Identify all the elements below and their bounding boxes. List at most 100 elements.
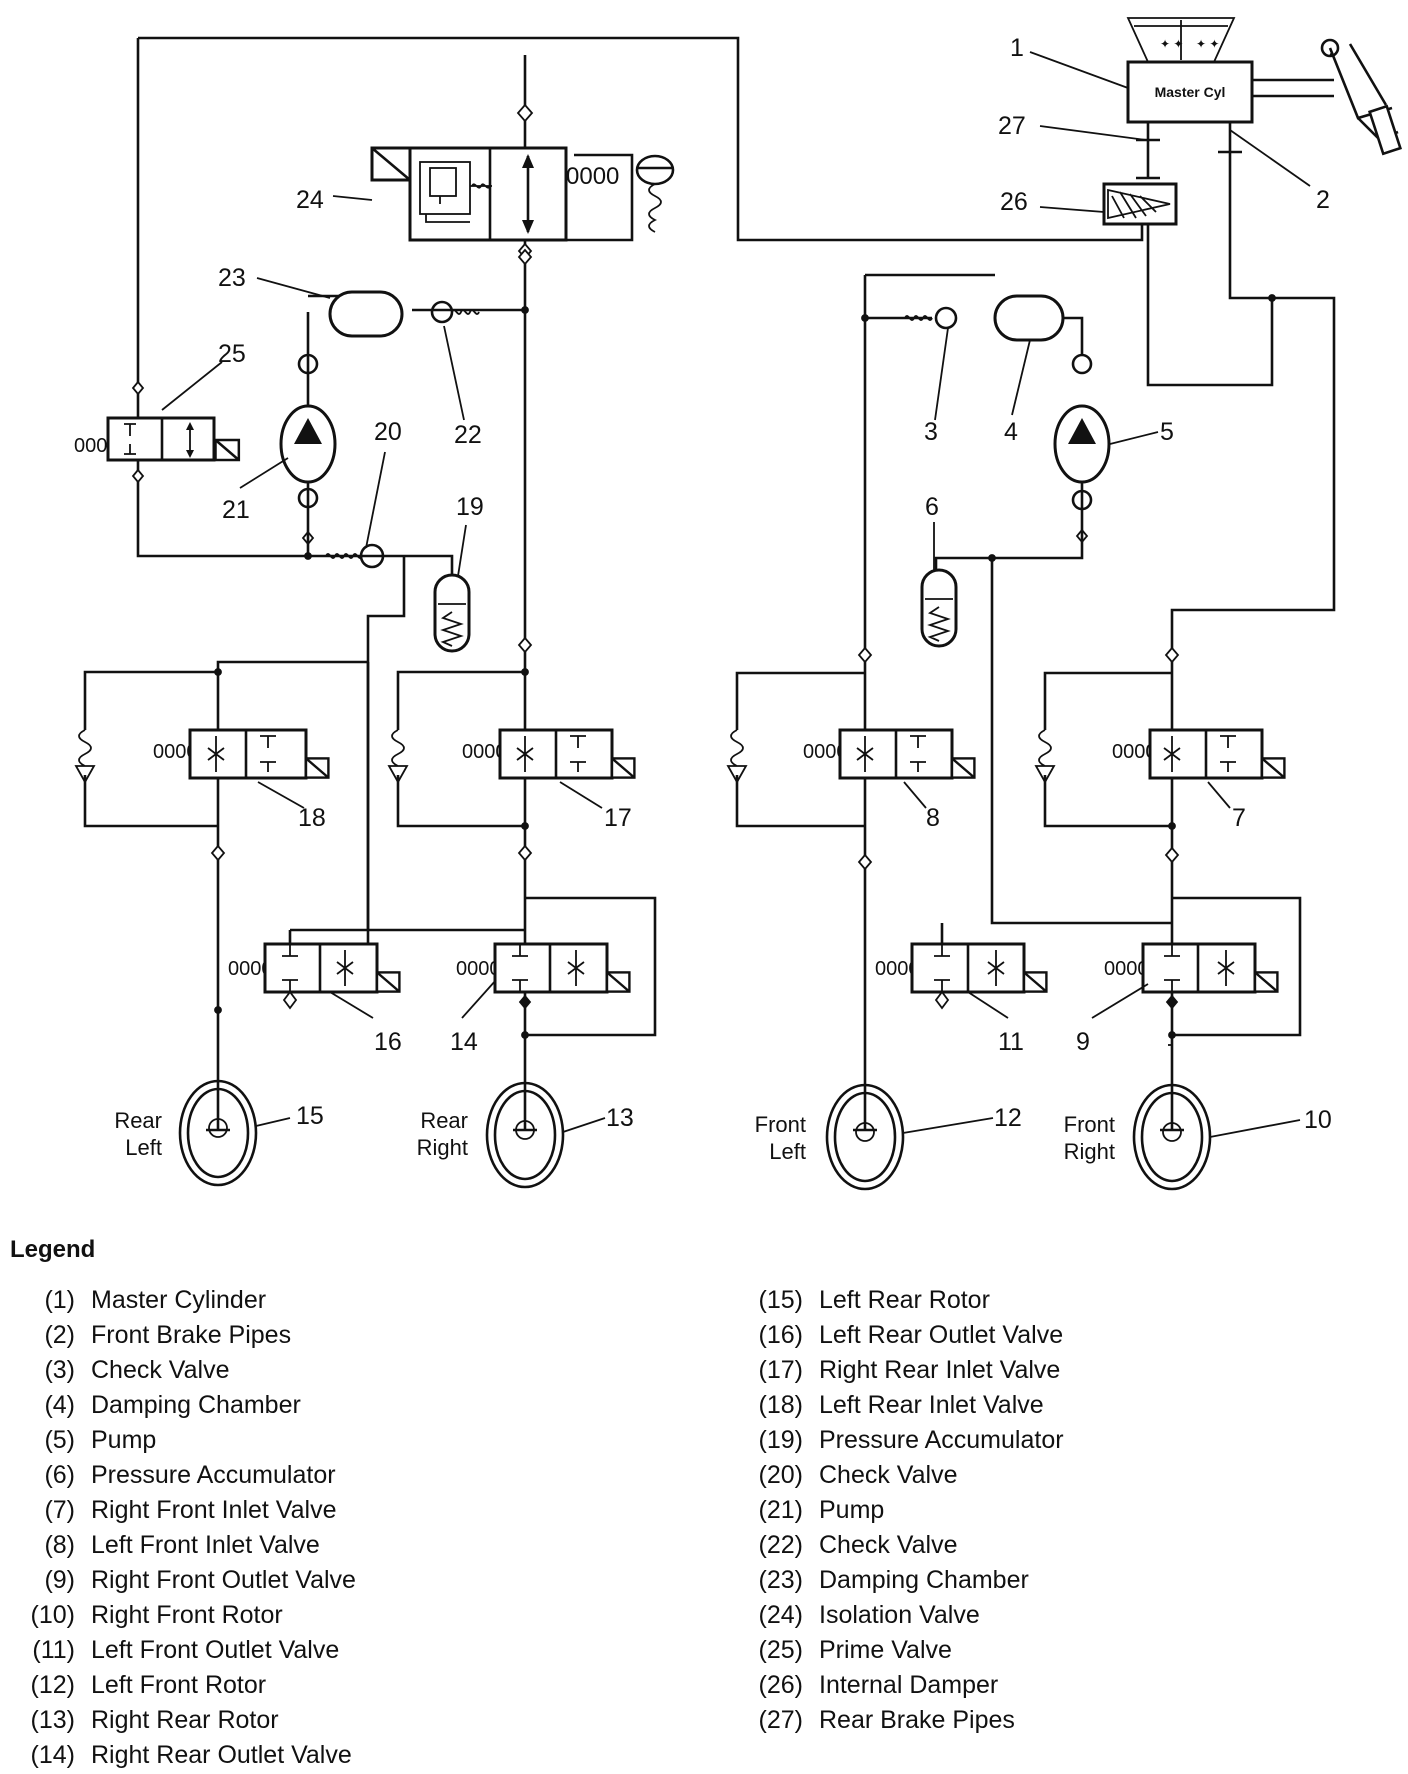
wheel-label-front-left-1: Front — [755, 1112, 806, 1137]
svg-text:0000: 0000 — [803, 741, 848, 763]
legend-item: (24) Isolation Valve — [728, 1598, 1064, 1633]
check-valve-3 — [904, 306, 958, 330]
legend-item: (17)Right Rear Inlet Valve — [728, 1353, 1064, 1388]
svg-text:0000: 0000 — [153, 741, 198, 763]
damping-chamber-front — [993, 294, 1065, 342]
legend-item-number: (2) — [44, 1321, 75, 1349]
callout-2: 2 — [1316, 186, 1330, 214]
legend-item: (26)Internal Damper — [728, 1668, 1064, 1703]
callout-12: 12 — [994, 1104, 1022, 1132]
svg-text:0000: 0000 — [462, 741, 507, 763]
callout-23: 23 — [218, 264, 246, 292]
legend-item: (18)Left Rear Inlet Valve — [728, 1388, 1064, 1423]
legend-item: (22)Check Valve — [728, 1528, 1064, 1563]
legend-item-number: (8) — [44, 1531, 75, 1559]
legend-item: (4)Damping Chamber — [0, 1388, 356, 1423]
legend-item-number: (5) — [44, 1426, 75, 1454]
wheel-label-rear-left-1: Rear — [114, 1108, 162, 1133]
legend-item: (23)Damping Chamber — [728, 1563, 1064, 1598]
master-cyl-label: Master Cyl — [1155, 84, 1226, 100]
right-front-inlet-valve: 0000 — [1034, 728, 1286, 784]
legend-item-number: (7) — [44, 1496, 75, 1524]
legend-item-label: Left Rear Rotor — [819, 1286, 990, 1314]
callout-25: 25 — [218, 340, 246, 368]
legend-item-label: Left Front Rotor — [91, 1671, 267, 1699]
legend-item: (6)Pressure Accumulator — [0, 1458, 356, 1493]
callout-leaders — [161, 51, 1311, 1138]
callout-26: 26 — [1000, 188, 1028, 216]
legend-item: (10)Right Front Rotor — [0, 1598, 356, 1633]
wheel-label-front-right-2: Right — [1064, 1139, 1115, 1164]
callout-8: 8 — [926, 804, 940, 832]
check-valve-22 — [430, 300, 480, 324]
legend-item: (1) Master Cylinder — [0, 1283, 356, 1318]
callout-14: 14 — [450, 1028, 478, 1056]
legend-item: (5) Pump — [0, 1423, 356, 1458]
legend-list-left: (1) Master Cylinder (2)Front Brake Pipes (3… — [0, 1283, 356, 1773]
left-front-outlet-valve: 0000 — [875, 942, 1048, 1010]
legend-item-label: Left Front Outlet Valve — [91, 1636, 340, 1664]
callout-10: 10 — [1304, 1106, 1332, 1134]
legend-item-number: (9) — [44, 1566, 75, 1594]
pressure-accumulator-rear — [433, 573, 471, 653]
callout-9: 9 — [1076, 1028, 1090, 1056]
brake-hydraulic-diagram: ✦ ✦ ✦ ✦ Master Cyl 0000 — [74, 17, 1402, 1191]
legend-item-label: Pressure Accumulator — [819, 1426, 1064, 1454]
pressure-accumulator-front — [920, 568, 958, 648]
callout-20: 20 — [374, 418, 402, 446]
callout-18: 18 — [298, 804, 326, 832]
callout-6: 6 — [925, 493, 939, 521]
legend-item-label: Check Valve — [91, 1356, 230, 1384]
legend-item-label: Left Front Inlet Valve — [91, 1531, 320, 1559]
left-rear-outlet-valve: 0000 — [228, 942, 401, 1010]
callout-17: 17 — [604, 804, 632, 832]
left-front-inlet-valve: 0000 — [726, 728, 976, 784]
legend-item-number: (4) — [44, 1391, 75, 1419]
callout-27: 27 — [998, 112, 1026, 140]
legend-item: (20)Check Valve — [728, 1458, 1064, 1493]
legend-item-label: Check Valve — [819, 1531, 958, 1559]
svg-text:✦ ✦: ✦ ✦ — [1160, 37, 1183, 51]
legend-item-label: Pump — [91, 1426, 157, 1454]
callout-1: 1 — [1010, 34, 1024, 62]
legend-item-label: Pressure Accumulator — [91, 1461, 336, 1489]
wheel-label-rear-right-2: Right — [417, 1135, 468, 1160]
legend-item: (2)Front Brake Pipes — [0, 1318, 356, 1353]
legend-item-number: (24) — [758, 1601, 803, 1629]
right-front-outlet-valve: 0000 — [1104, 942, 1279, 994]
legend-item-label: Left Rear Outlet Valve — [819, 1321, 1064, 1349]
legend-item-number: (10) — [30, 1601, 75, 1629]
callout-7: 7 — [1232, 804, 1246, 832]
legend-item-number: (17) — [758, 1356, 803, 1384]
legend-item-number: (25) — [758, 1636, 803, 1664]
legend-item: (16) Left Rear Outlet Valve — [728, 1318, 1064, 1353]
legend-item-number: (15) — [758, 1286, 803, 1314]
legend-item-label: Right Front Outlet Valve — [91, 1566, 356, 1594]
legend-item-label: Master Cylinder — [91, 1286, 267, 1314]
rotor-rear-right — [485, 1081, 565, 1189]
svg-text:0000: 0000 — [228, 958, 273, 980]
legend-item: (13)Right Rear Rotor — [0, 1703, 356, 1738]
wheel-label-rear-right-1: Rear — [420, 1108, 468, 1133]
legend-item-label: Right Rear Outlet Valve — [91, 1741, 352, 1769]
wheel-label-front-left-2: Left — [769, 1139, 806, 1164]
legend-item: (7) Right Front Inlet Valve — [0, 1493, 356, 1528]
legend-item-number: (16) — [758, 1321, 803, 1349]
legend-item-number: (23) — [758, 1566, 803, 1594]
rotor-front-left — [825, 1083, 905, 1191]
callout-4: 4 — [1004, 418, 1018, 446]
damping-chamber-rear — [328, 290, 404, 338]
legend-item-number: (3) — [44, 1356, 75, 1384]
legend-item: (19)Pressure Accumulator — [728, 1423, 1064, 1458]
legend-item-label: Right Front Inlet Valve — [91, 1496, 337, 1524]
legend-item-number: (1) — [44, 1286, 75, 1314]
callout-16: 16 — [374, 1028, 402, 1056]
master-cylinder: ✦ ✦ ✦ ✦ Master Cyl — [1102, 17, 1402, 226]
left-rear-inlet-valve: 0000 — [74, 728, 330, 784]
legend-item-label: Isolation Valve — [819, 1601, 980, 1629]
legend-item-number: (11) — [32, 1636, 75, 1664]
rotor-rear-left — [178, 1079, 258, 1187]
svg-text:0000: 0000 — [1104, 958, 1149, 980]
legend-item-number: (26) — [758, 1671, 803, 1699]
callout-19: 19 — [456, 493, 484, 521]
